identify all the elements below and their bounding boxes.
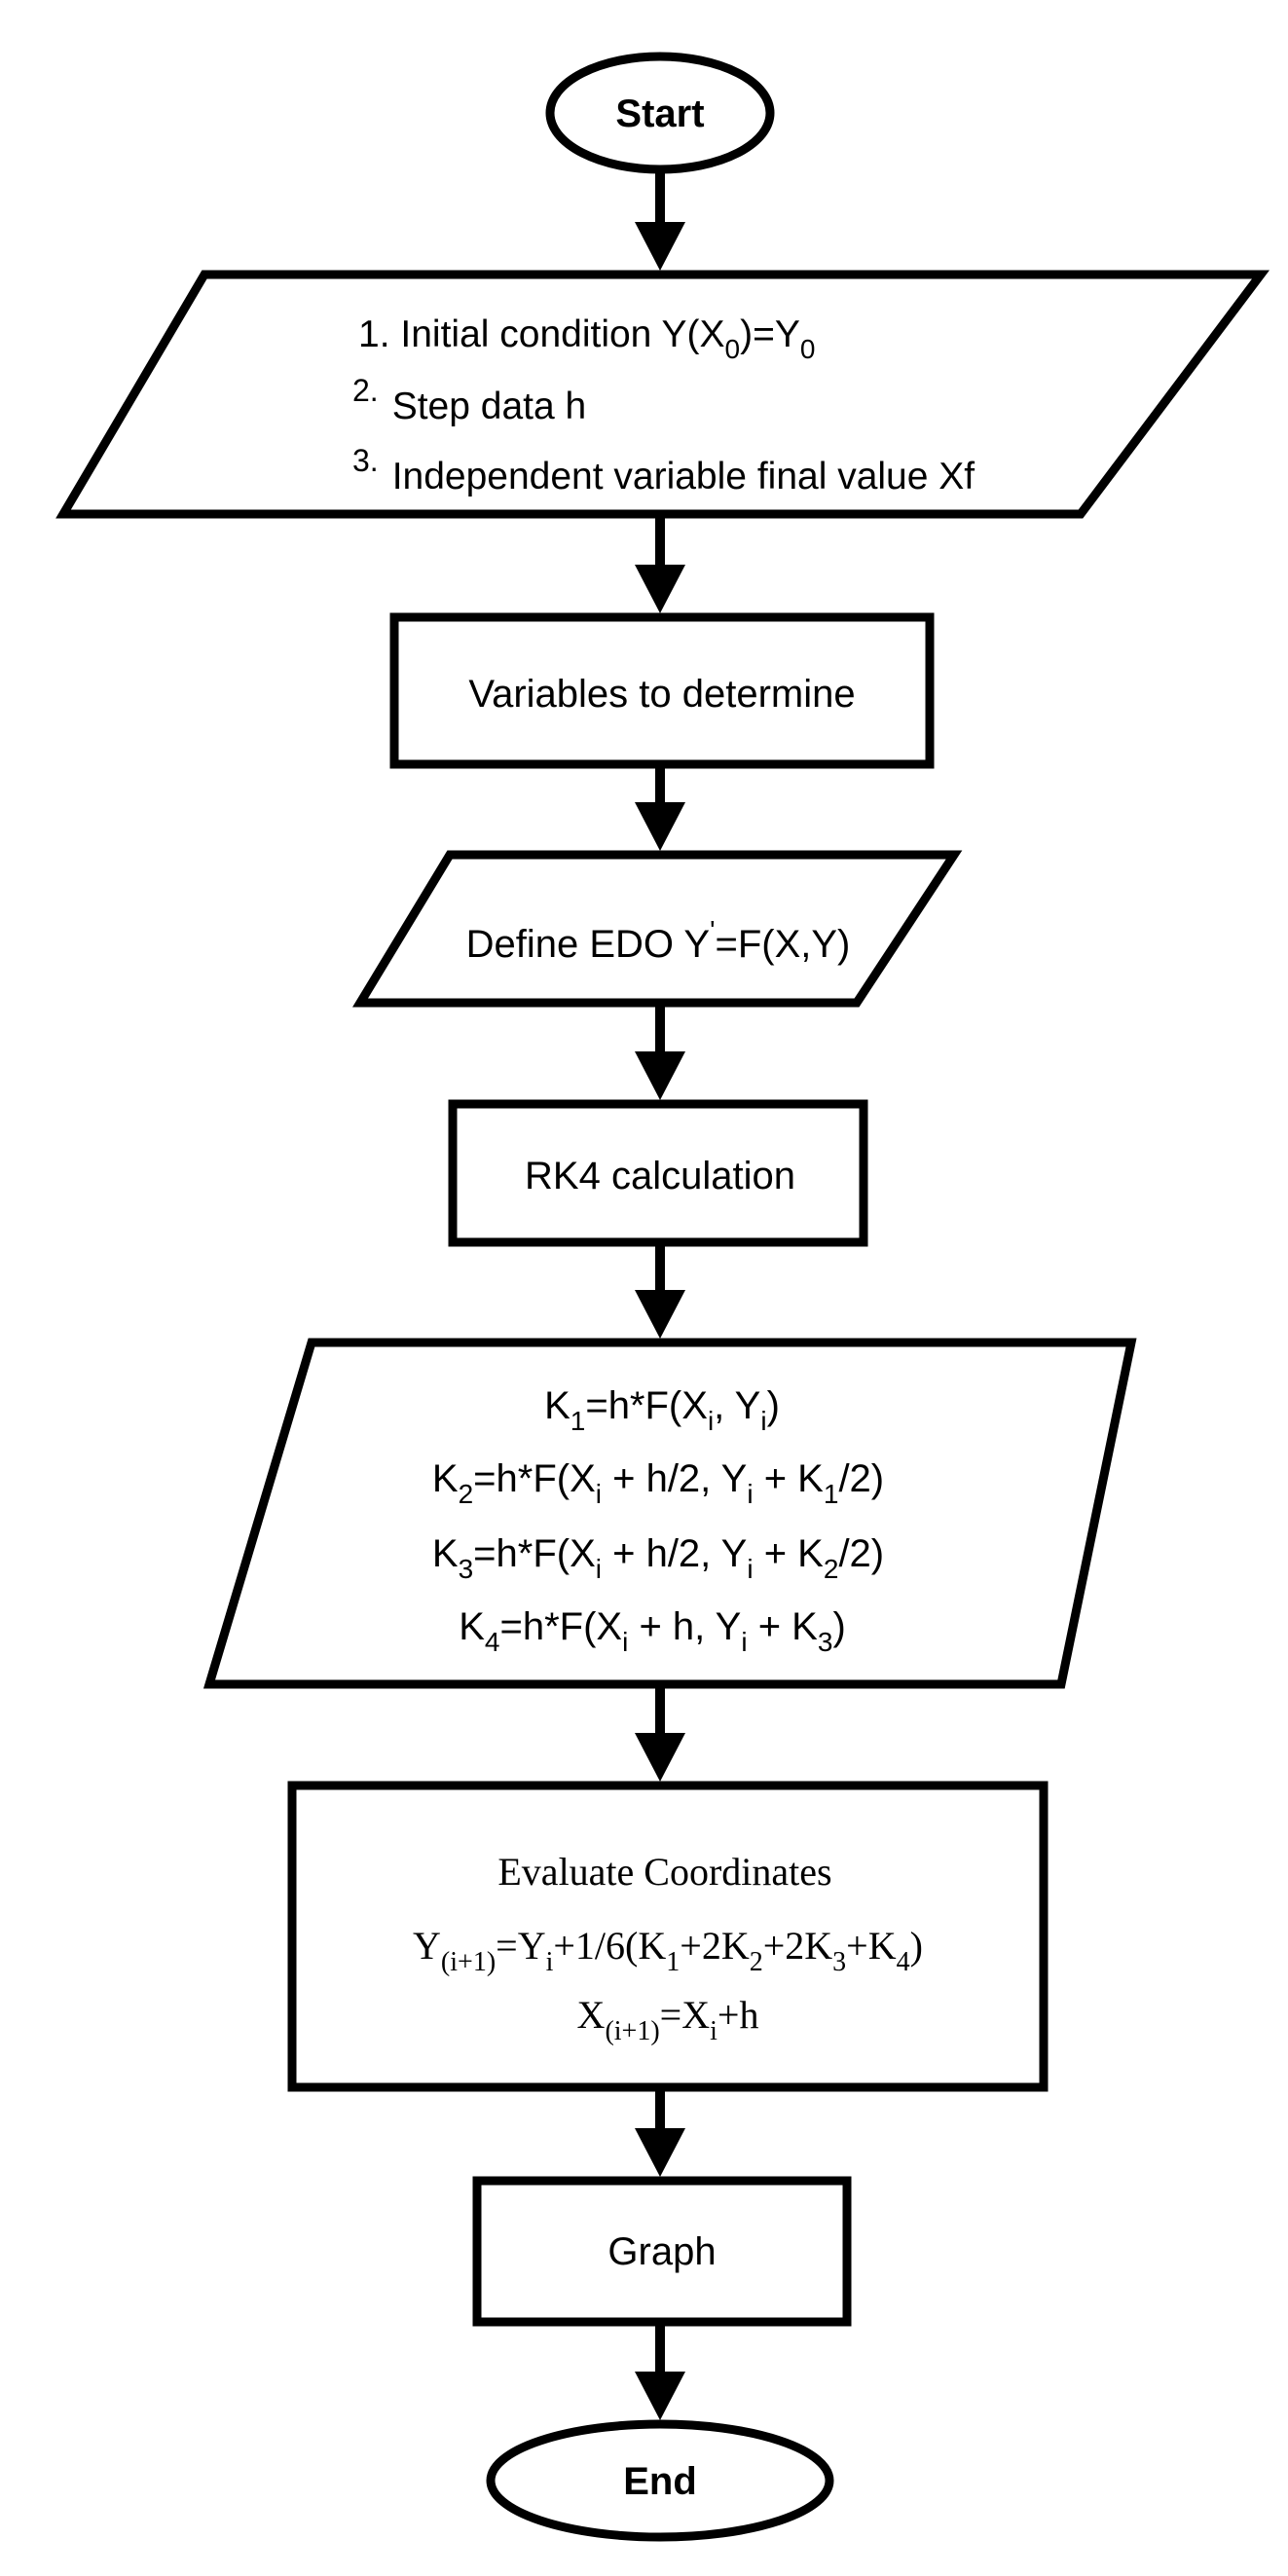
variables-label: Variables to determine (468, 673, 855, 716)
graph-process: Graph (472, 2176, 852, 2327)
end-label: End (623, 2460, 697, 2503)
arrowhead (635, 1051, 685, 1100)
define-parallelogram: Define EDO Y'=F(X,Y) (352, 850, 963, 1008)
graph-box (472, 2176, 852, 2327)
variables-process: Variables to determine (389, 612, 935, 769)
graph-label: Graph (607, 2230, 716, 2273)
rk4-label: RK4 calculation (525, 1155, 795, 1197)
arrowhead (635, 1290, 685, 1339)
start-oval (545, 52, 775, 174)
y-update-equation: Y(i+1)=Yi+1/6(K1+2K2+2K3+K4) (413, 1924, 923, 1977)
rk4-box (448, 1099, 868, 1247)
evaluate-process: Evaluate Coordinates Y(i+1)=Yi+1/6(K1+2K… (287, 1781, 1049, 2092)
start-terminator: Start (545, 52, 775, 174)
arrowhead (635, 222, 685, 271)
arrowhead (635, 565, 685, 613)
arrowhead (635, 2372, 685, 2420)
connectors (635, 169, 685, 2420)
end-terminator: End (486, 2419, 834, 2542)
evaluate-title: Evaluate Coordinates (497, 1850, 831, 1894)
x-update-equation: X(i+1)=Xi+h (577, 1993, 759, 2046)
inputs-shape (55, 270, 1270, 519)
k4-equation: K4=h*F(Xi + h, Yi + K3) (459, 1605, 846, 1657)
define-shape (352, 850, 963, 1008)
arrowhead (635, 802, 685, 851)
input-item-2: 2.Step data h (352, 373, 586, 427)
k1-equation: K1=h*F(Xi, Yi) (544, 1384, 780, 1436)
start-label: Start (615, 92, 704, 135)
define-equation: Define EDO Y'=F(X,Y) (466, 915, 851, 966)
input-item-1: 1. Initial condition Y(X0)=Y0 (358, 313, 815, 364)
inputs-parallelogram: 1. Initial condition Y(X0)=Y0 2.Step dat… (55, 270, 1270, 519)
variables-box (389, 612, 935, 769)
k3-equation: K3=h*F(Xi + h/2, Yi + K2/2) (432, 1532, 884, 1584)
arrowhead (635, 2128, 685, 2177)
rk4-process: RK4 calculation (448, 1099, 868, 1247)
evaluate-box (287, 1781, 1049, 2092)
end-oval (486, 2419, 834, 2542)
k-equations-parallelogram: K1=h*F(Xi, Yi) K2=h*F(Xi + h/2, Yi + K1/… (202, 1338, 1137, 1689)
input-item-3: 3.Independent variable final value Xf (352, 443, 975, 497)
arrowhead (635, 1733, 685, 1782)
k2-equation: K2=h*F(Xi + h/2, Yi + K1/2) (432, 1457, 884, 1509)
k-equations-shape (202, 1338, 1137, 1689)
